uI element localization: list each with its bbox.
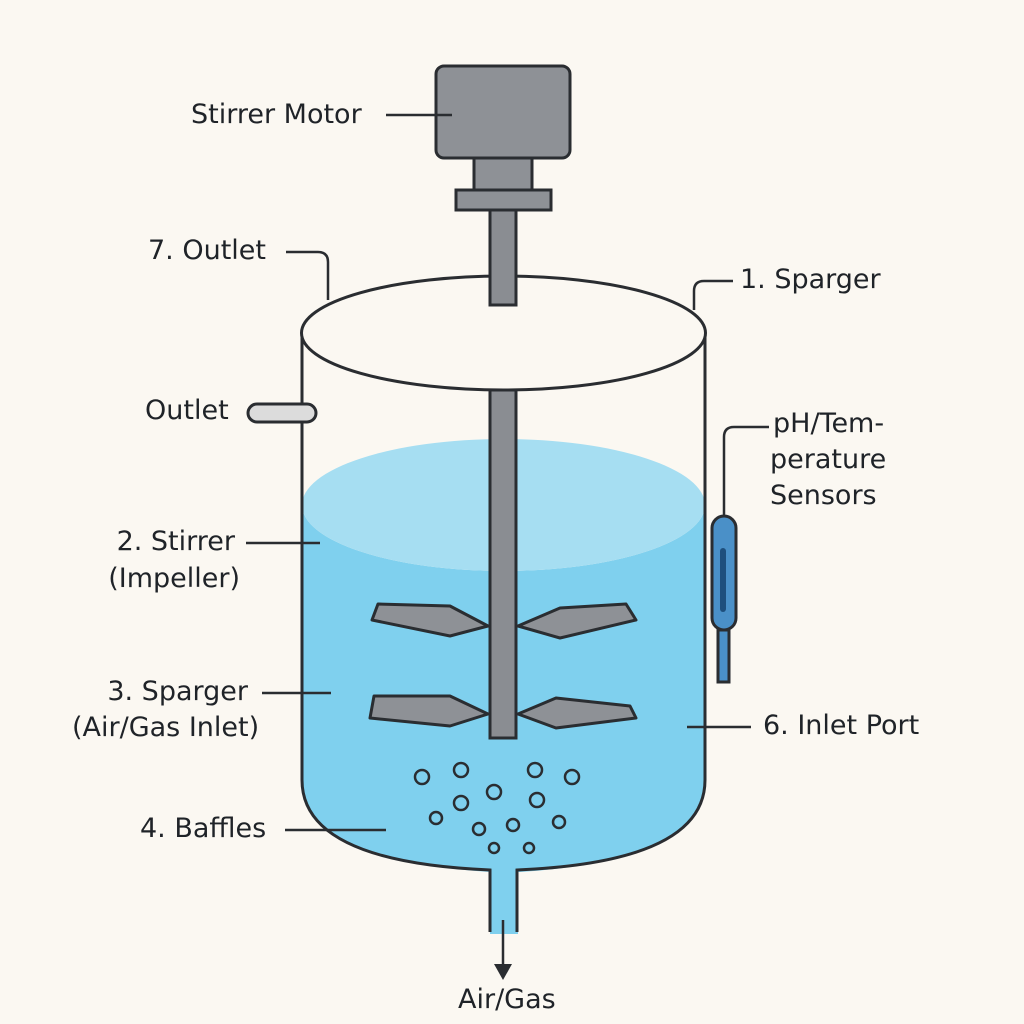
bubble-icon	[522, 841, 536, 855]
label-outlet-side: Outlet	[145, 395, 229, 426]
stirrer-motor	[434, 64, 572, 160]
arrow-down-icon	[494, 920, 512, 980]
bubble-icon	[413, 768, 431, 786]
bubble-icon	[471, 821, 487, 837]
gas-bubbles	[413, 761, 581, 855]
motor-flange	[454, 188, 553, 212]
bubble-icon	[487, 841, 501, 855]
bubble-icon	[452, 761, 470, 779]
leader-outlet-top	[286, 250, 330, 300]
label-sparger-line1: 3. Sparger	[107, 676, 248, 707]
bubble-icon	[428, 810, 444, 826]
sensor-stem	[716, 628, 731, 684]
bubble-icon	[551, 814, 567, 830]
impeller-blade-lower-right	[516, 696, 638, 730]
label-sensors-line2: perature	[770, 444, 887, 475]
leader-lines	[246, 113, 769, 832]
bubble-icon	[485, 783, 503, 801]
label-air-gas: Air/Gas	[458, 984, 556, 1015]
leader-sparger-top	[692, 279, 733, 310]
side-outlet-pipe	[246, 402, 318, 424]
vessel-outline	[300, 333, 707, 932]
label-outlet-top: 7. Outlet	[148, 235, 266, 266]
bubble-icon	[452, 794, 470, 812]
label-sensors-line3: Sensors	[770, 480, 877, 511]
label-stirrer-line1: 2. Stirrer	[116, 526, 235, 557]
bubble-icon	[505, 817, 521, 833]
sensor-window	[720, 548, 726, 612]
label-stirrer-line2: (Impeller)	[108, 563, 240, 594]
label-baffles: 4. Baffles	[140, 813, 267, 844]
bubble-icon	[528, 791, 546, 809]
label-sparger-top: 1. Sparger	[740, 264, 881, 295]
stirrer-shaft	[488, 388, 518, 740]
impeller-blade-upper-right	[516, 602, 638, 640]
label-inlet-port: 6. Inlet Port	[763, 710, 920, 741]
label-stirrer-motor: Stirrer Motor	[191, 99, 362, 130]
impeller-blade-upper-left	[370, 602, 490, 638]
leader-sensors	[722, 425, 769, 516]
motor-neck	[472, 156, 534, 192]
bubble-icon	[526, 761, 544, 779]
label-sensors-line1: pH/Tem-	[773, 408, 885, 439]
impeller-blade-lower-left	[368, 694, 490, 728]
upper-shaft	[488, 208, 518, 307]
label-sparger-line2: (Air/Gas Inlet)	[72, 712, 260, 743]
bubble-icon	[563, 768, 581, 786]
